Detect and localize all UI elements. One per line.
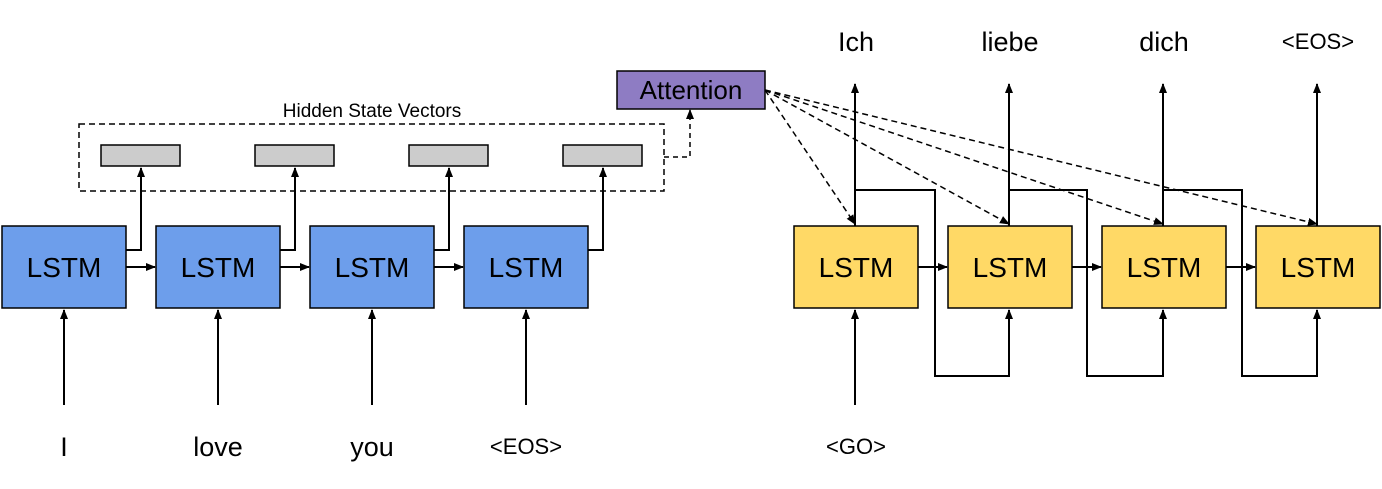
- encoder-cell-label: LSTM: [181, 252, 256, 283]
- decoder-lstm-cell: LSTM: [1255, 225, 1381, 309]
- encoder-lstm-cell: LSTM: [309, 225, 435, 309]
- decoder-output-word: dich: [1139, 27, 1189, 57]
- hidden-state-vectors-label: Hidden State Vectors: [283, 101, 462, 122]
- attention-label: Attention: [640, 75, 743, 105]
- decoder-feedback-line: [1009, 189, 1167, 377]
- attention-block: Attention: [616, 70, 766, 110]
- decoder-cell-label: LSTM: [819, 252, 894, 283]
- hidden-state-vector: [254, 144, 335, 167]
- decoder-cell-label: LSTM: [973, 252, 1048, 283]
- hidden-state-connector: [588, 167, 607, 251]
- encoder-cell-label: LSTM: [489, 252, 564, 283]
- decoder-lstm-cell: LSTM: [947, 225, 1073, 309]
- decoder-output-word: <EOS>: [1282, 29, 1354, 54]
- hidden-to-attention-connector: [664, 109, 694, 158]
- encoder-lstm-cell: LSTM: [155, 225, 281, 309]
- hidden-state-group: [78, 123, 665, 192]
- encoder-input-word: you: [350, 432, 394, 462]
- encoder-lstm-cell: LSTM: [1, 225, 127, 309]
- hidden-state-vector: [100, 144, 181, 167]
- encoder-input-word: love: [193, 432, 243, 462]
- hidden-state-connector: [126, 167, 145, 251]
- attention-arrow: [764, 89, 856, 225]
- hidden-state-vector: [408, 144, 489, 167]
- decoder-feedback-line: [1163, 189, 1321, 377]
- hidden-state-connector: [280, 167, 299, 251]
- decoder-output-word: liebe: [981, 27, 1038, 57]
- encoder-cell-label: LSTM: [27, 252, 102, 283]
- decoder-feedback-line: [855, 189, 1013, 377]
- encoder-input-word: <EOS>: [490, 434, 562, 459]
- attention-arrow: [764, 89, 1164, 225]
- decoder-cell-label: LSTM: [1127, 252, 1202, 283]
- decoder-lstm-cell: LSTM: [1101, 225, 1227, 309]
- hidden-state-vector: [562, 144, 643, 167]
- hidden-state-connector: [434, 167, 453, 251]
- decoder-cell-label: LSTM: [1281, 252, 1356, 283]
- attention-arrow: [764, 89, 1318, 226]
- encoder-lstm-cell: LSTM: [463, 225, 589, 309]
- attention-arrow: [764, 89, 1010, 225]
- decoder-output-word: Ich: [838, 27, 874, 57]
- encoder-input-word: I: [60, 432, 68, 462]
- encoder-cell-label: LSTM: [335, 252, 410, 283]
- decoder-go-token: <GO>: [826, 434, 886, 459]
- decoder-lstm-cell: LSTM: [793, 225, 919, 309]
